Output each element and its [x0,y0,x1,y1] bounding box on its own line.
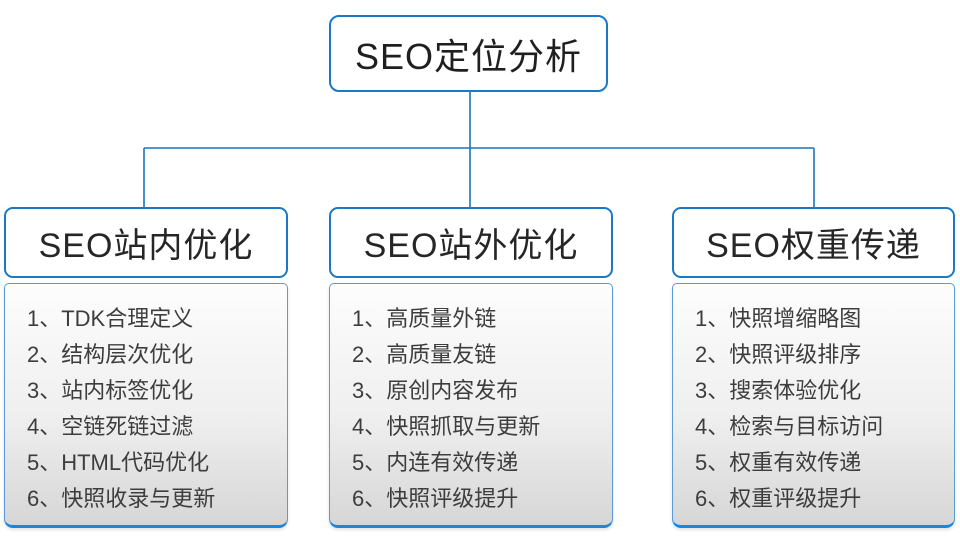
list-item: 1、TDK合理定义 [27,306,194,331]
column-header: SEO站内优化 [4,207,288,278]
list-item: 2、结构层次优化 [27,342,194,367]
list-item: 4、快照抓取与更新 [352,414,541,439]
column-header-title: SEO权重传递 [706,227,921,265]
column-header-title: SEO站内优化 [38,227,254,265]
root-node-title: SEO定位分析 [354,35,583,77]
list-item: 2、快照评级排序 [695,342,862,367]
list-item: 3、搜索体验优化 [695,378,862,403]
column-offsite-optimization: SEO站外优化 1、高质量外链 2、高质量友链 3、原创内容发布 4、快照抓取与… [329,207,613,528]
list-item: 2、高质量友链 [352,342,497,367]
list-item: 6、权重评级提升 [695,486,862,511]
list-item: 4、检索与目标访问 [695,414,884,439]
list-item: 4、空链死链过滤 [27,414,194,439]
list-item: 5、权重有效传递 [695,450,862,475]
column-item-list: 1、快照增缩略图 2、快照评级排序 3、搜索体验优化 4、检索与目标访问 5、权… [672,283,955,528]
list-item: 6、快照收录与更新 [27,486,216,511]
column-header-title: SEO站外优化 [363,227,579,265]
column-item-list: 1、高质量外链 2、高质量友链 3、原创内容发布 4、快照抓取与更新 5、内连有… [329,283,613,528]
list-item: 5、HTML代码优化 [27,450,210,475]
list-item: 3、原创内容发布 [352,378,519,403]
column-weight-transfer: SEO权重传递 1、快照增缩略图 2、快照评级排序 3、搜索体验优化 4、检索与… [672,207,955,528]
column-item-list: 1、TDK合理定义 2、结构层次优化 3、站内标签优化 4、空链死链过滤 5、H… [4,283,288,528]
column-header: SEO权重传递 [672,207,955,278]
list-item: 6、快照评级提升 [352,486,519,511]
column-onsite-optimization: SEO站内优化 1、TDK合理定义 2、结构层次优化 3、站内标签优化 4、空链… [4,207,288,528]
list-item: 1、快照增缩略图 [695,306,862,331]
list-item: 5、内连有效传递 [352,450,519,475]
root-node: SEO定位分析 [329,15,608,92]
list-item: 3、站内标签优化 [27,378,194,403]
column-header: SEO站外优化 [329,207,613,278]
list-item: 1、高质量外链 [352,306,497,331]
